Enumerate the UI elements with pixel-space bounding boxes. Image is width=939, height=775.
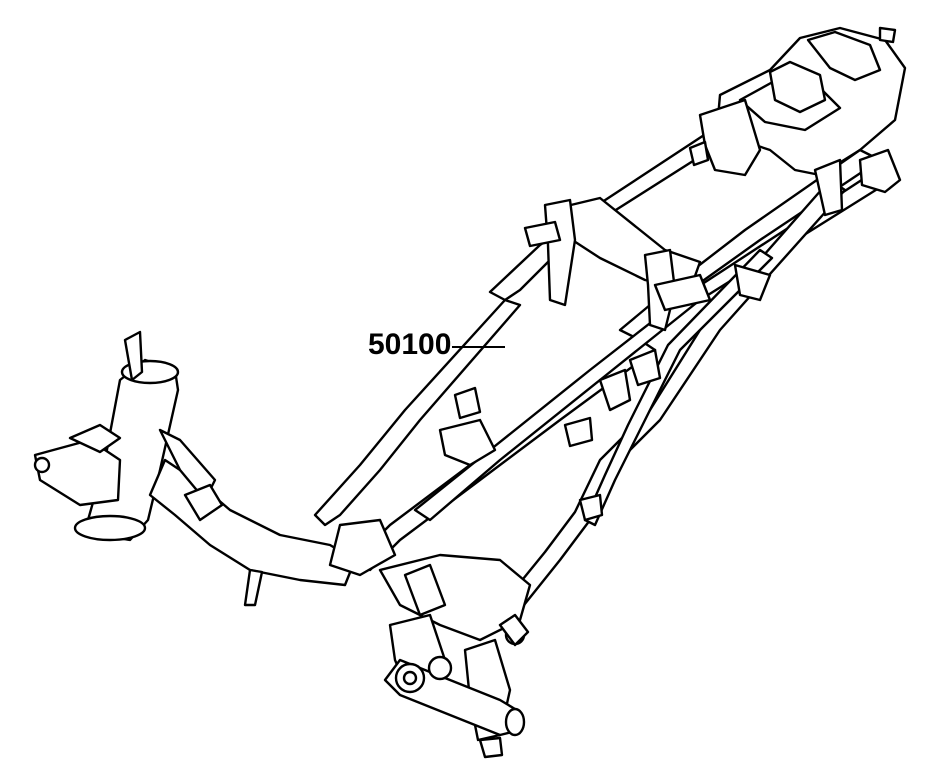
- part-number-label: 50100: [368, 328, 452, 361]
- tail-latch: [768, 60, 827, 114]
- down-tube-stay: [243, 568, 264, 607]
- pivot-boss-left-inner: [402, 670, 418, 686]
- lower-rail-inner: [583, 248, 774, 527]
- steering-head-bottom: [73, 514, 147, 542]
- steering-bracket: [123, 330, 144, 382]
- main-rail-left: [313, 298, 522, 527]
- mid-bracket-left: [543, 198, 577, 307]
- front-mount-hole: [33, 456, 51, 474]
- frame-linework: [33, 26, 907, 759]
- pivot-boss-right: [427, 655, 453, 681]
